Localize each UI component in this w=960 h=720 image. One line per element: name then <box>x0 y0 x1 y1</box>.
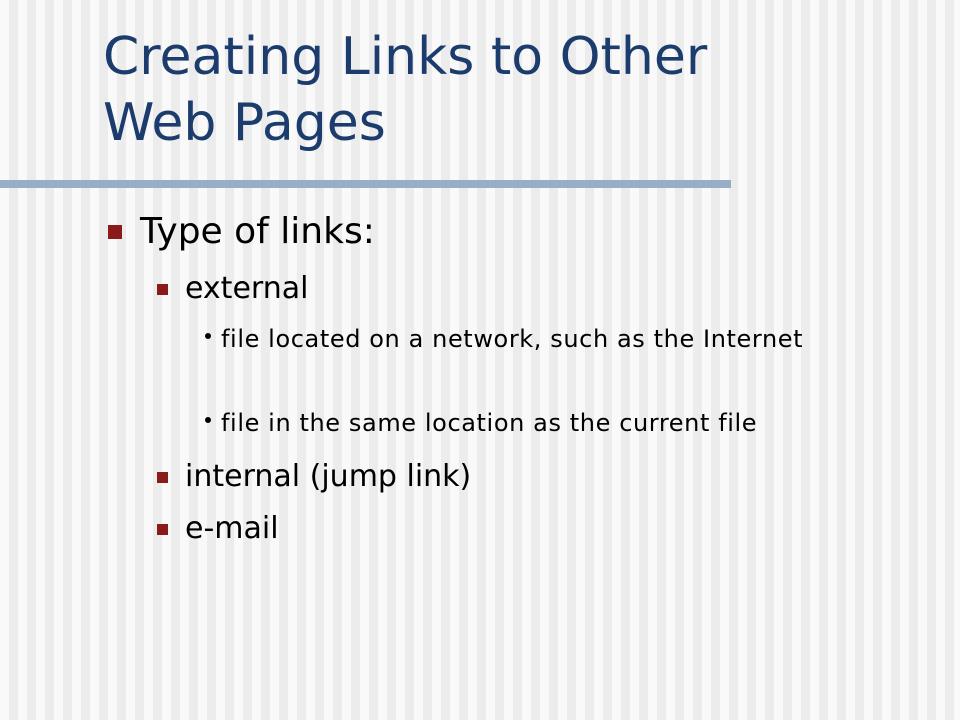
slide-title: Creating Links to Other Web Pages <box>103 27 708 153</box>
square-bullet-icon <box>157 472 168 483</box>
bullet-internal: internal (jump link) <box>157 458 471 496</box>
bullet-text: external <box>185 271 309 306</box>
sub-bullet-network-file: file located on a network, such as the I… <box>205 320 921 359</box>
title-divider <box>0 180 731 188</box>
bullet-external: external <box>157 270 308 308</box>
bullet-email: e-mail <box>157 510 279 548</box>
square-bullet-icon <box>108 225 122 239</box>
bullet-text: file located on a network, such as the I… <box>221 325 804 353</box>
bullet-text: e-mail <box>185 511 279 546</box>
bullet-text: file in the same location as the current… <box>221 409 758 437</box>
square-bullet-icon <box>157 284 168 295</box>
bullet-type-of-links: Type of links: <box>108 209 375 255</box>
dot-bullet-icon <box>205 333 211 339</box>
dot-bullet-icon <box>205 417 211 423</box>
bullet-text: Type of links: <box>140 211 375 252</box>
square-bullet-icon <box>157 524 168 535</box>
sub-bullet-same-location-file: file in the same location as the current… <box>205 404 921 443</box>
bullet-text: internal (jump link) <box>185 459 472 494</box>
